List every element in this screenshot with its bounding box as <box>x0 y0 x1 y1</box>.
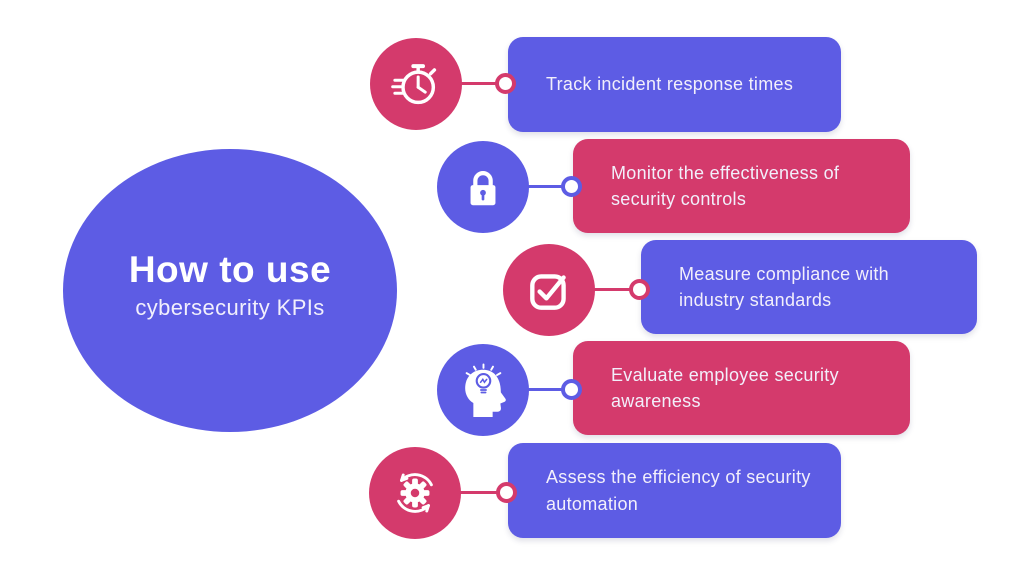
page-title: How to use <box>128 248 332 290</box>
checkbox-check-icon <box>530 274 566 310</box>
gear-sync-icon <box>397 473 433 513</box>
item-box-1: Track incident response times <box>508 37 841 132</box>
connector-dot-2 <box>561 176 582 197</box>
item-label-1: Track incident response times <box>546 74 794 95</box>
item-label-4: Evaluate employee security awareness <box>611 364 839 411</box>
page-subtitle: cybersecurity KPIs <box>135 295 325 321</box>
item-label-5: Assess the efficiency of security automa… <box>546 467 811 514</box>
stopwatch-icon <box>391 64 437 105</box>
title-ellipse: How to use cybersecurity KPIs <box>63 149 397 432</box>
connector-dot-1 <box>495 73 516 94</box>
connector-line-4 <box>505 388 567 391</box>
item-box-2: Monitor the effectiveness of security co… <box>573 139 910 233</box>
connector-line-2 <box>505 185 567 188</box>
item-label-2: Monitor the effectiveness of security co… <box>611 162 840 209</box>
connector-line-1 <box>440 82 502 85</box>
connector-line-3 <box>573 288 635 291</box>
connector-dot-3 <box>629 279 650 300</box>
item-box-4: Evaluate employee security awareness <box>573 341 910 435</box>
item-box-5: Assess the efficiency of security automa… <box>508 443 841 538</box>
connector-dot-4 <box>561 379 582 400</box>
item-circle-1 <box>370 38 462 130</box>
item-label-3: Measure compliance with industry standar… <box>679 263 889 310</box>
item-box-3: Measure compliance with industry standar… <box>641 240 977 334</box>
item-circle-5 <box>369 447 461 539</box>
head-lightbulb-icon <box>465 363 506 417</box>
padlock-icon <box>470 171 496 206</box>
connector-dot-5 <box>496 482 517 503</box>
item-circle-2 <box>437 141 529 233</box>
connector-line-5 <box>440 491 502 494</box>
item-circle-4 <box>437 344 529 436</box>
item-circle-3 <box>503 244 595 336</box>
